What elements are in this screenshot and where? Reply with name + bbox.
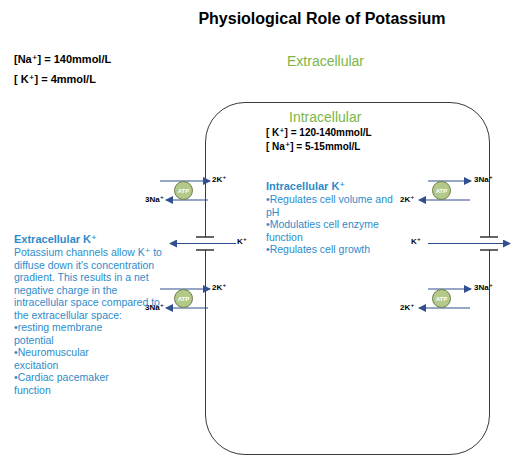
k-influx-arrow xyxy=(419,199,470,200)
concentration-text: [Na⁺] = 140mmol/L xyxy=(14,53,111,66)
bullet-text: •Cardiac pacemaker function xyxy=(14,371,132,396)
text-column: Extracellular K⁺Potassium channels allow… xyxy=(14,232,162,396)
atp-pump: ATP xyxy=(432,289,451,308)
section-heading: Intracellular K⁺ xyxy=(266,179,398,193)
ion-label: 2K⁺ xyxy=(400,195,414,204)
compartment-label: Extracellular xyxy=(287,53,364,69)
na-efflux-arrow xyxy=(428,180,471,181)
compartment-label: Intracellular xyxy=(289,109,361,125)
bullet-text: •Regulates cell growth xyxy=(266,243,398,256)
ion-label: 2K⁺ xyxy=(212,283,226,292)
ion-label: 3Na⁺ xyxy=(474,283,493,292)
atp-pump: ATP xyxy=(432,181,451,200)
atp-label: ATP xyxy=(178,188,190,194)
k-efflux-arrow xyxy=(170,243,236,244)
cell-membrane: Intracellular [ K⁺] = 120-140mmol/L [ Na⁺]… xyxy=(205,102,490,455)
bullet-text: •resting membrane potential xyxy=(14,321,132,346)
na-efflux-arrow xyxy=(166,307,208,308)
concentration-text: [ K⁺] = 120-140mmol/L xyxy=(266,127,372,138)
k-efflux-arrow xyxy=(428,243,510,244)
channel-wall xyxy=(196,249,214,251)
na-efflux-arrow xyxy=(166,199,208,200)
atp-label: ATP xyxy=(436,188,448,194)
atp-pump: ATP xyxy=(174,289,193,308)
ion-label: K⁺ xyxy=(411,237,421,246)
concentration-text: [ Na⁺] = 5-15mmol/L xyxy=(266,141,360,152)
channel-wall xyxy=(196,236,214,238)
ion-label: 2K⁺ xyxy=(400,303,414,312)
ion-label: 2K⁺ xyxy=(212,175,226,184)
text-column: Intracellular K⁺•Regulates cell volume a… xyxy=(266,179,398,256)
bullet-text: •Modulaties cell enzyme function xyxy=(266,218,398,243)
atp-label: ATP xyxy=(436,296,448,302)
channel-wall xyxy=(480,249,498,251)
section-heading: Extracellular K⁺ xyxy=(14,232,162,246)
ion-label: 3Na⁺ xyxy=(474,175,493,184)
diagram-title: Physiological Role of Potassium xyxy=(172,10,472,28)
channel-wall xyxy=(480,236,498,238)
atp-pump: ATP xyxy=(174,181,193,200)
atp-label: ATP xyxy=(178,296,190,302)
bullet-text: •Regulates cell volume and pH xyxy=(266,193,398,218)
ion-label: 3Na⁺ xyxy=(145,195,164,204)
ion-label: K⁺ xyxy=(237,237,247,246)
concentration-text: [ K⁺] = 4mmol/L xyxy=(14,73,96,86)
na-efflux-arrow xyxy=(428,288,471,289)
k-influx-arrow xyxy=(419,307,470,308)
bullet-text: •Neuromuscular excitation xyxy=(14,346,132,371)
body-text: Potassium channels allow K⁺ to diffuse d… xyxy=(14,246,162,321)
